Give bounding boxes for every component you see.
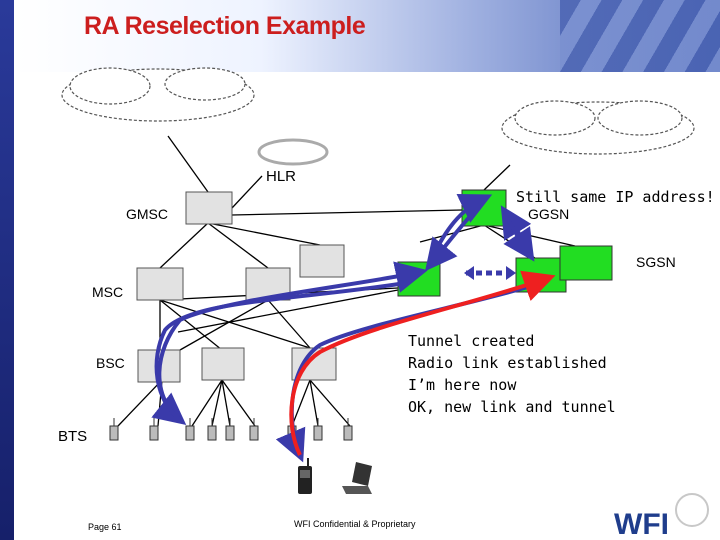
keypad-image — [560, 0, 720, 72]
step-1: Tunnel created — [408, 332, 535, 350]
wfi-logo-text: WFI — [614, 508, 669, 540]
laptop-icon — [342, 462, 372, 494]
header-banner — [14, 0, 720, 72]
bts-antenna-icon — [185, 418, 195, 441]
bts-antenna-icon — [249, 418, 259, 441]
bts-antenna-icon — [149, 418, 159, 441]
mobile-phone-icon — [298, 458, 312, 494]
gmsc-node — [185, 191, 233, 225]
bts-label: BTS — [58, 428, 88, 445]
bsc-node-2 — [201, 347, 245, 381]
steps-note: Tunnel created Radio link established I’… — [408, 330, 616, 418]
red-signal-path — [289, 270, 556, 456]
ggsn-label: GGSN — [528, 206, 570, 222]
bts-antenna-icon — [109, 418, 119, 441]
side-bar — [0, 0, 14, 540]
bts-antenna-icon — [343, 418, 353, 441]
gmsc-label: GMSC — [126, 206, 168, 222]
cloud-icon-left — [61, 67, 255, 122]
bsc-label: BSC — [96, 355, 125, 371]
footer-confidential: WFI Confidential & Proprietary — [294, 519, 416, 529]
bts-antenna-icon — [313, 418, 323, 441]
hlr-label: HLR — [266, 168, 297, 185]
step-3: I’m here now — [408, 376, 517, 394]
gray-nodes — [136, 191, 345, 383]
slide-title: RA Reselection Example — [84, 12, 366, 40]
dashed-arrow-right-head — [506, 266, 516, 280]
sgsn-label: SGSN — [636, 254, 676, 270]
msc-label: MSC — [92, 284, 124, 300]
bts-antenna-icon — [207, 418, 217, 441]
sgsn-node-back — [559, 245, 613, 281]
step-2: Radio link established — [408, 354, 607, 372]
dashed-arrow-left-head — [464, 266, 474, 280]
bts-antenna-icons — [109, 418, 353, 441]
cloud-icon-right — [501, 100, 695, 155]
bts-antenna-icon — [225, 418, 235, 441]
hlr-node — [257, 138, 329, 166]
msc-node-3 — [299, 244, 345, 278]
ip-note: Still same IP address! — [516, 188, 715, 206]
step-4: OK, new link and tunnel — [408, 398, 616, 416]
msc-node-1 — [136, 267, 184, 301]
wfi-logo: WFI — [614, 493, 709, 540]
sgsn-node-old — [397, 261, 441, 297]
footer-page-number: Page 61 — [88, 522, 122, 532]
